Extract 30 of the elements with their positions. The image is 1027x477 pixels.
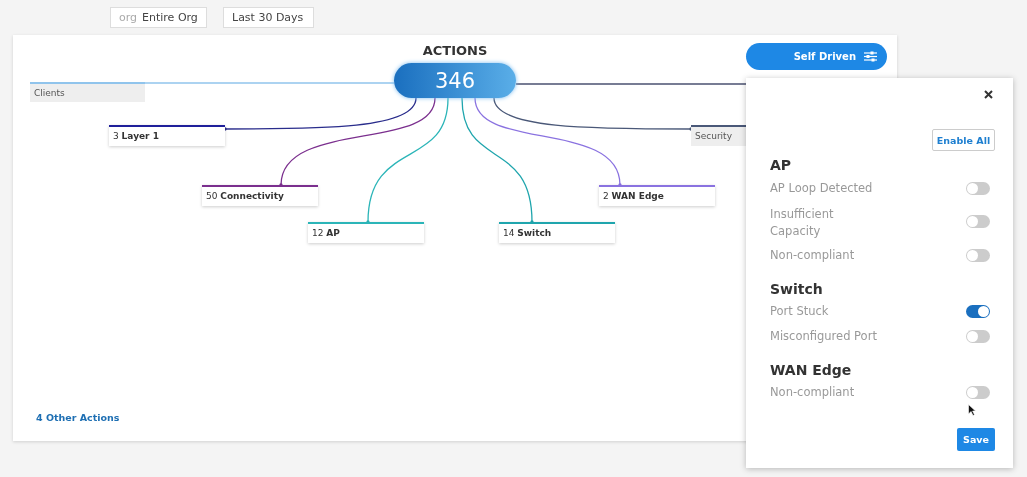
category-card: Security bbox=[691, 125, 746, 146]
self-driven-button: Self Driven bbox=[746, 43, 887, 70]
connector-line bbox=[366, 97, 449, 224]
group-heading: AP bbox=[770, 157, 792, 173]
date-range-dropdown: Last 30 Days bbox=[223, 7, 314, 28]
connector-line bbox=[144, 82, 395, 84]
group-heading: WAN Edge bbox=[770, 362, 852, 378]
connector-line bbox=[493, 97, 693, 131]
category-card: 2 WAN Edge bbox=[599, 185, 715, 206]
other-actions-link: 4 Other Actions bbox=[36, 412, 120, 423]
group-heading: Switch bbox=[770, 281, 823, 297]
setting-label: Insufficient Capacity bbox=[770, 206, 835, 240]
save-button: Save bbox=[957, 428, 995, 451]
category-card: Clients bbox=[30, 82, 145, 102]
setting-label: AP Loop Detected bbox=[770, 181, 873, 195]
enable-all-button: Enable All bbox=[932, 129, 995, 151]
category-card: 14 Switch bbox=[499, 222, 615, 243]
category-card: 12 AP bbox=[308, 222, 424, 243]
setting-label: Misconfigured Port bbox=[770, 329, 877, 343]
category-card: 3 Layer 1 bbox=[109, 125, 225, 146]
setting-label: Port Stuck bbox=[770, 304, 829, 318]
connector-line bbox=[461, 97, 534, 224]
org-dropdown: org Entire Org bbox=[110, 7, 207, 28]
connector-line bbox=[279, 97, 436, 187]
setting-label: Non-compliant bbox=[770, 385, 855, 399]
category-card: 50 Connectivity bbox=[202, 185, 318, 206]
section-heading: ACTIONS bbox=[421, 43, 489, 58]
connector-line bbox=[474, 97, 622, 187]
action-count-pill: 346 bbox=[394, 63, 516, 98]
setting-label: Non-compliant bbox=[770, 248, 855, 262]
